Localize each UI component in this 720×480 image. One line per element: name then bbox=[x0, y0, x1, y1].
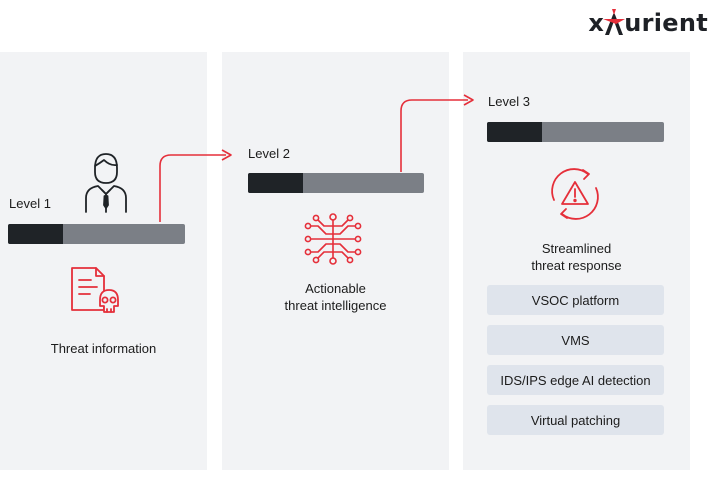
capability-vsoc-platform: VSOC platform bbox=[487, 285, 664, 315]
level-2-caption: Actionable threat intelligence bbox=[222, 280, 449, 314]
document-skull-icon bbox=[71, 267, 119, 313]
capability-virtual-patching: Virtual patching bbox=[487, 405, 664, 435]
level-1-caption-line-1: Threat information bbox=[50, 341, 157, 356]
arrow-level2-to-level3 bbox=[400, 99, 468, 172]
level-1-progress-fill bbox=[8, 224, 63, 244]
level-1-progress-bar bbox=[8, 224, 185, 244]
level-3-caption-line-2: threat response bbox=[531, 258, 622, 273]
level-3-label: Level 3 bbox=[488, 94, 530, 109]
brand-logo: x urient bbox=[588, 8, 708, 38]
level-3-progress-fill bbox=[487, 122, 542, 142]
logo-text-left: x bbox=[588, 9, 605, 37]
level-2-caption-line-2: threat intelligence bbox=[284, 298, 387, 313]
alert-cycle-icon bbox=[551, 168, 599, 220]
level-1-label: Level 1 bbox=[9, 196, 51, 211]
level-2-label: Level 2 bbox=[248, 146, 290, 161]
person-icon bbox=[85, 153, 127, 213]
level-3-caption: Streamlined threat response bbox=[463, 240, 690, 274]
level-3-panel bbox=[463, 52, 690, 470]
level-1-panel bbox=[0, 52, 207, 470]
arrow-level1-to-level2 bbox=[159, 154, 226, 222]
logo-text-right: urient bbox=[624, 9, 708, 37]
level-3-progress-bar bbox=[487, 122, 664, 142]
capability-vms: VMS bbox=[487, 325, 664, 355]
capability-ids-ips-edge-ai: IDS/IPS edge AI detection bbox=[487, 365, 664, 395]
level-1-caption: Threat information bbox=[0, 340, 207, 357]
level-2-caption-line-1: Actionable bbox=[305, 281, 366, 296]
logo-star-mark bbox=[603, 9, 626, 35]
level-2-progress-bar bbox=[248, 173, 424, 193]
level-2-progress-fill bbox=[248, 173, 303, 193]
network-brain-icon bbox=[304, 213, 362, 265]
level-3-caption-line-1: Streamlined bbox=[541, 241, 612, 256]
